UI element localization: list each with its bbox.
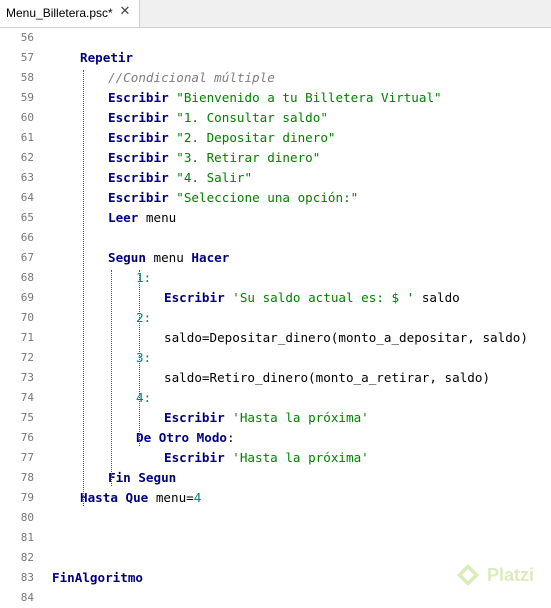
code-line[interactable]: Escribir 'Hasta la próxima' (164, 448, 369, 468)
code-token: Escribir (108, 90, 169, 105)
line-number-gutter: 56 57 58 59 60 61 62 63 64 65 66 67 68 69 70 71 72 73 74 75… (0, 28, 38, 604)
line-number: 79 (20, 491, 34, 504)
code-token: "2. Depositar dinero" (176, 130, 336, 145)
code-token: FinAlgoritmo (52, 570, 143, 585)
code-line[interactable]: Escribir 'Hasta la próxima' (164, 408, 369, 428)
code-token: Segun (108, 250, 146, 265)
code-token: Escribir (108, 190, 169, 205)
code-line[interactable]: Escribir "1. Consultar saldo" (108, 108, 328, 128)
code-token: Fin Segun (108, 470, 177, 485)
code-token: "Bienvenido a tu Billetera Virtual" (176, 90, 442, 105)
line-number: 57 (20, 51, 34, 64)
indent-guide (111, 270, 112, 486)
code-token: "3. Retirar dinero" (176, 150, 321, 165)
line-number: 77 (20, 451, 34, 464)
code-token: "1. Consultar saldo" (176, 110, 328, 125)
code-token: menu= (148, 490, 194, 505)
code-token: menu (145, 250, 192, 265)
code-token: 'Hasta la próxima' (232, 450, 369, 465)
code-line[interactable]: saldo=Retiro_dinero(monto_a_retirar, sal… (164, 368, 490, 388)
line-number: 61 (20, 131, 34, 144)
code-token: saldo=Retiro_dinero(monto_a_retirar, sal… (164, 370, 491, 385)
line-number: 67 (20, 251, 34, 264)
code-token: Escribir (108, 150, 169, 165)
indent-guide (139, 270, 140, 446)
code-token: Leer (108, 210, 139, 225)
indent-guide (83, 70, 84, 506)
line-number: 60 (20, 111, 34, 124)
code-token: De Otro Modo (136, 430, 227, 445)
line-number: 66 (20, 231, 34, 244)
line-number: 59 (20, 91, 34, 104)
close-icon[interactable]: ✕ (119, 4, 131, 19)
code-token: menu (138, 210, 177, 225)
code-token: //Condicional múltiple (108, 70, 275, 85)
code-token: 4 (193, 490, 202, 505)
line-number: 62 (20, 151, 34, 164)
line-number: 58 (20, 71, 34, 84)
code-token: Escribir (108, 170, 169, 185)
line-number: 70 (20, 311, 34, 324)
code-token: Escribir (108, 110, 169, 125)
code-token: : (227, 430, 235, 445)
code-line[interactable]: Escribir "3. Retirar dinero" (108, 148, 320, 168)
line-number: 65 (20, 211, 34, 224)
line-number: 73 (20, 371, 34, 384)
line-number: 64 (20, 191, 34, 204)
code-token: 'Hasta la próxima' (232, 410, 369, 425)
line-number: 75 (20, 411, 34, 424)
code-token: Escribir (164, 290, 225, 305)
platzi-logo-icon (457, 564, 479, 586)
line-number: 68 (20, 271, 34, 284)
code-token: Escribir (164, 450, 225, 465)
watermark-text: Platzi (487, 564, 535, 585)
code-editor[interactable]: 56 57 58 59 60 61 62 63 64 65 66 67 68 69 70 71 72 73 74 75… (0, 28, 551, 604)
line-number: 80 (20, 511, 34, 524)
line-number: 81 (20, 531, 34, 544)
code-token: saldo (414, 290, 460, 305)
tab-bar: Menu_Billetera.psc* ✕ (0, 0, 551, 28)
code-token: Repetir (80, 50, 134, 65)
line-number: 84 (20, 591, 34, 604)
code-token: Hacer (191, 250, 230, 265)
code-line[interactable]: Segun menu Hacer (108, 248, 229, 268)
code-line[interactable]: FinAlgoritmo (52, 568, 143, 588)
line-number: 72 (20, 351, 34, 364)
line-number: 69 (20, 291, 34, 304)
tab-menu-billetera[interactable]: Menu_Billetera.psc* ✕ (0, 0, 140, 27)
code-line[interactable]: //Condicional múltiple (108, 68, 275, 88)
code-line[interactable]: Hasta Que menu=4 (80, 488, 201, 508)
code-line[interactable]: Escribir "2. Depositar dinero" (108, 128, 336, 148)
code-line[interactable]: Fin Segun (108, 468, 176, 488)
code-token: Hasta Que (80, 490, 149, 505)
line-number: 74 (20, 391, 34, 404)
line-number: 76 (20, 431, 34, 444)
code-line[interactable]: Escribir 'Su saldo actual es: $ ' saldo (164, 288, 460, 308)
code-line[interactable]: De Otro Modo: (136, 428, 235, 448)
line-number: 78 (20, 471, 34, 484)
code-token: "4. Salir" (176, 170, 253, 185)
line-number: 82 (20, 551, 34, 564)
code-token: Escribir (164, 410, 225, 425)
code-token: "Seleccione una opción:" (176, 190, 359, 205)
code-line[interactable]: saldo=Depositar_dinero(monto_a_depositar… (164, 328, 528, 348)
line-number: 83 (20, 571, 34, 584)
code-line[interactable]: Leer menu (108, 208, 176, 228)
code-token: saldo=Depositar_dinero(monto_a_depositar… (164, 330, 528, 345)
platzi-watermark: Platzi (455, 560, 534, 590)
code-line[interactable]: Escribir "Bienvenido a tu Billetera Virt… (108, 88, 442, 108)
line-number: 63 (20, 171, 34, 184)
code-token: Escribir (108, 130, 169, 145)
tab-title: Menu_Billetera.psc* (6, 6, 113, 20)
line-number: 71 (20, 331, 34, 344)
code-token: 'Su saldo actual es: $ ' (232, 290, 415, 305)
code-line[interactable]: Escribir "4. Salir" (108, 168, 252, 188)
line-number: 56 (20, 31, 34, 44)
code-line[interactable]: Escribir "Seleccione una opción:" (108, 188, 358, 208)
code-line[interactable]: Repetir (80, 48, 133, 68)
